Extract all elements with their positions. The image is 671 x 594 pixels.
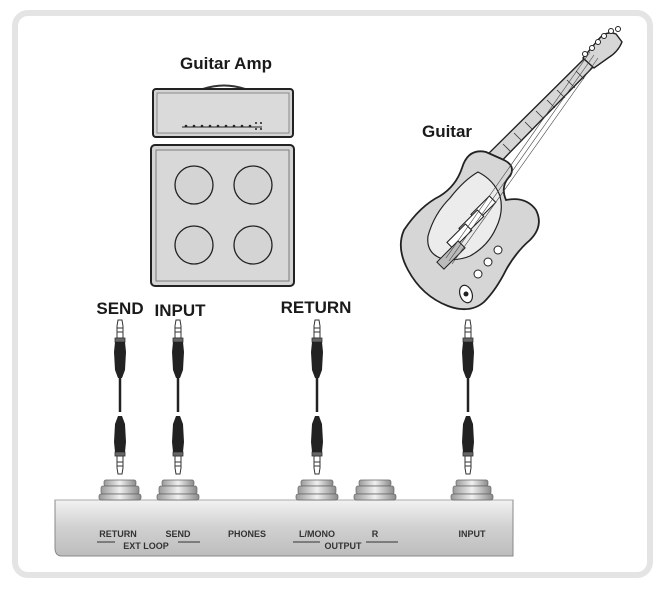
guitar-cable: [461, 319, 475, 475]
input-label: INPUT: [155, 301, 207, 320]
return-jack-socket-icon: [98, 479, 142, 501]
speaker-cabinet-icon: [150, 144, 295, 287]
guitar-amp-head-icon: [152, 84, 294, 138]
input-cable: [171, 319, 185, 475]
panel-send-label: SEND: [165, 529, 191, 539]
panel-r-label: R: [372, 529, 379, 539]
panel-ext-loop-label: EXT LOOP: [123, 541, 169, 551]
guitar-amp-label: Guitar Amp: [180, 54, 272, 73]
return-cable: [310, 319, 324, 475]
panel-input-label: INPUT: [459, 529, 487, 539]
panel-phones-label: PHONES: [228, 529, 266, 539]
send-jack-socket-icon: [156, 479, 200, 501]
r-jack-socket-icon: [353, 479, 397, 501]
panel-l-mono-label: L/MONO: [299, 529, 335, 539]
panel-return-label: RETURN: [99, 529, 137, 539]
guitar-label: Guitar: [422, 122, 472, 141]
input-jack-socket-icon: [450, 479, 494, 501]
send-cable: [113, 319, 127, 475]
send-label: SEND: [96, 299, 143, 318]
return-label: RETURN: [281, 298, 352, 317]
panel-output-label: OUTPUT: [325, 541, 363, 551]
electric-guitar-icon: [399, 26, 623, 311]
l-mono-jack-socket-icon: [295, 479, 339, 501]
